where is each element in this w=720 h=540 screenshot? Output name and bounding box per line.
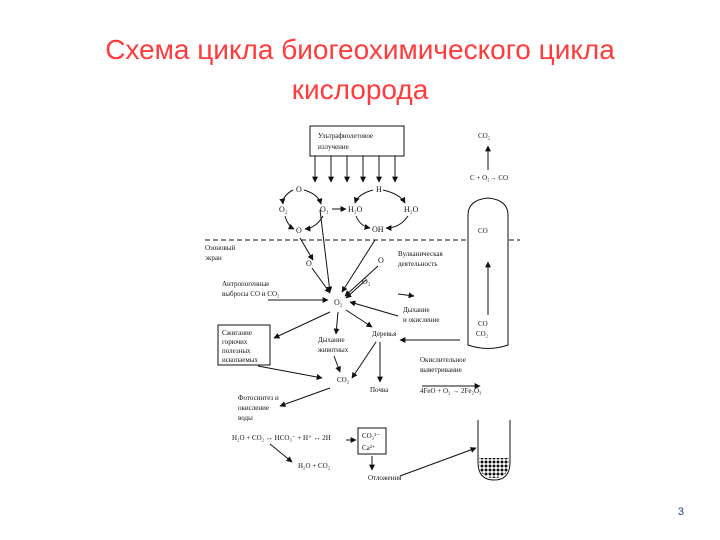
ozone-layer-line-2: экран xyxy=(205,254,222,262)
ozone-layer-line-1: Озоновый xyxy=(205,244,236,252)
h2o-right-label: H₂O xyxy=(404,205,419,214)
c-o2-co-label: C + O₂→ CO xyxy=(470,174,508,182)
weathering-line-1: Дыхание xyxy=(403,306,430,314)
burning-line-2: горючих xyxy=(222,338,248,346)
ozone-o3-right: O₃ xyxy=(320,205,329,214)
center-o-upper: O xyxy=(306,259,312,268)
ozone-o2-left: O₂ xyxy=(279,205,288,214)
oh-label: OH xyxy=(372,225,384,234)
ca-box-line-2: Ca²⁺ xyxy=(362,444,376,452)
animal-breathing-line-2: животных xyxy=(317,346,349,354)
hydrogen-cycle-arrows xyxy=(332,189,409,231)
capsule-co-label: CO xyxy=(478,227,488,235)
oxidation-line-1: Окислительное xyxy=(420,356,466,364)
h-label: H xyxy=(376,185,382,194)
sediment-label: Отложения xyxy=(368,474,402,482)
photosynthesis-line-2: окисление xyxy=(238,404,269,412)
burning-box xyxy=(217,324,271,366)
burning-line-3: полезных xyxy=(222,347,251,355)
ozone-o-top: O xyxy=(296,185,302,194)
center-co2-label: CO₂ xyxy=(337,376,350,384)
ca-box-line-1: CO₃²⁻ xyxy=(362,432,380,440)
ozone-o-bottom: O xyxy=(296,226,302,235)
slide-title: Схема цикла биогеохимического цикла кисл… xyxy=(40,30,680,110)
volcanic-line-1: Вулканическая xyxy=(398,250,443,258)
capsule-co2-bottom: CO₂ xyxy=(476,330,489,338)
uv-rays xyxy=(312,156,398,183)
ozone-cycle-arrows xyxy=(279,189,324,232)
sediment-fill xyxy=(479,458,509,478)
photosynthesis-line-1: Фотосинтез и xyxy=(238,394,279,402)
title-line-2: кислорода xyxy=(291,74,429,105)
uv-box-line-1: Ультрафиолетовое xyxy=(318,132,373,140)
photosynthesis-line-3: воды xyxy=(238,414,253,422)
trees-label: Деревья xyxy=(372,330,397,338)
page-number: 3 xyxy=(677,506,684,518)
volcanic-line-2: деятельность xyxy=(398,260,438,268)
cycle-arrows xyxy=(257,209,481,477)
uv-box-line-2: излучение xyxy=(318,143,349,151)
volcanic-o2-label: O₂ xyxy=(362,277,371,286)
title-line-1: Схема цикла биогеохимического цикла xyxy=(105,34,615,65)
animal-breathing-line-1: Дыхание xyxy=(318,336,345,344)
oxidation-line-2: выветривание xyxy=(420,366,462,374)
anthropogenic-line-1: Антропогенные xyxy=(222,280,269,288)
center-o2: O₂ xyxy=(334,298,343,307)
volcanic-o-label: O xyxy=(378,256,384,265)
iron-equation: 4FeO + O₂ → 2Fe₂O₃ xyxy=(420,387,482,395)
anthropogenic-line-2: выбросы CO и CO₂ xyxy=(222,290,280,298)
h2o-left-label: H₂O xyxy=(348,205,363,214)
bottom-h2o-co2: H₂O + CO₂ xyxy=(298,462,331,470)
capsule-co-bottom: CO xyxy=(478,320,488,328)
uv-box xyxy=(309,125,405,157)
burning-line-4: ископаемых xyxy=(222,356,258,364)
soil-label: Почва xyxy=(370,386,389,394)
carbonate-equation: H₂O + CO₂ ↔ HCO₃⁻ + H⁺ ↔ 2H xyxy=(232,434,331,442)
burning-line-1: Сжигание xyxy=(222,329,252,337)
ca-box xyxy=(357,427,387,455)
weathering-line-2: и окисление xyxy=(403,316,439,324)
top-right-co2: CO₂ xyxy=(478,132,491,140)
